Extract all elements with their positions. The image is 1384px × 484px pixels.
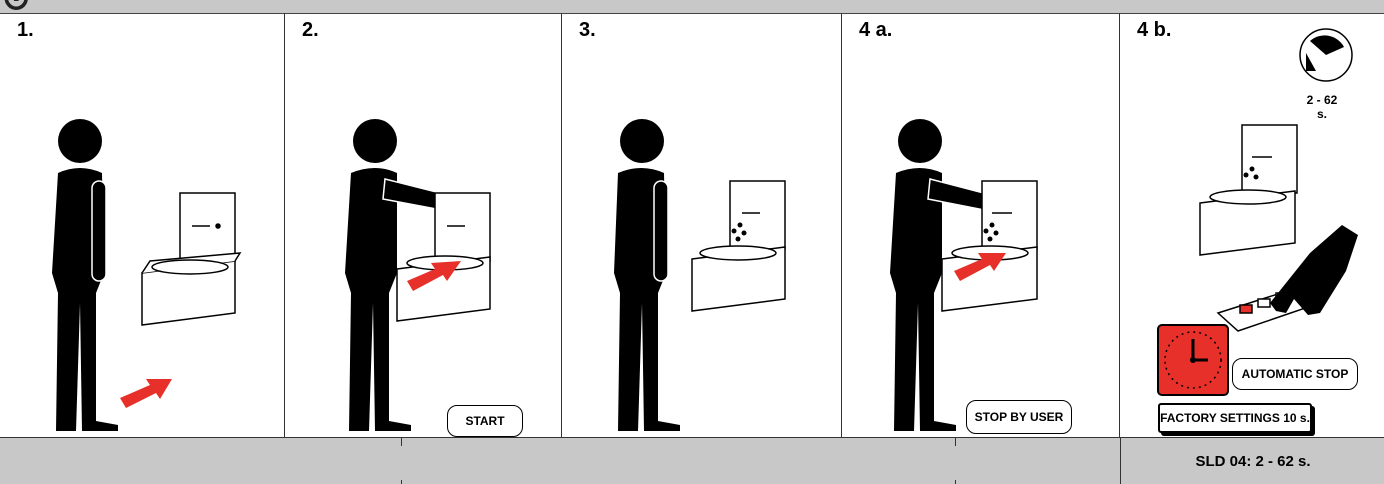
model-range-label: SLD 04: 2 - 62 s. [1120,438,1384,484]
panel-step-2: 2. START [285,13,562,437]
stop-by-user-label: STOP BY USER [966,400,1072,434]
footer-divider [955,438,956,446]
panel-step-4b: 4 b. [1120,13,1384,437]
sink-icon [142,193,240,325]
step-3-illustration [562,13,842,437]
header-logo-icon: ⊙ [2,0,31,14]
header-bar: ⊙ [0,0,1384,14]
dial-icon [1300,29,1352,81]
person-icon [52,119,118,431]
step-1-illustration [0,13,285,437]
sink-icon [692,181,785,311]
automatic-stop-label: AUTOMATIC STOP [1232,358,1358,390]
sink-icon [397,193,490,321]
step-2-illustration [285,13,562,437]
person-icon [614,119,680,431]
arrow-icon [120,379,172,408]
footer-divider [401,480,402,484]
step-panels: 1. 2. [0,13,1384,437]
panel-step-4a: 4 a. STOP BY USER [842,13,1120,437]
footer-divider [401,438,402,446]
start-label: START [447,405,523,437]
sink-icon [1200,125,1297,255]
factory-settings-label: FACTORY SETTINGS 10 s. [1158,403,1312,433]
step-4a-illustration [842,13,1120,437]
footer-bar: SLD 04: 2 - 62 s. [0,437,1384,484]
footer-divider [955,480,956,484]
clock-icon [1158,325,1228,395]
panel-step-1: 1. [0,13,285,437]
timer-range-text: 2 - 62 s. [1292,93,1352,121]
panel-step-3: 3. [562,13,842,437]
